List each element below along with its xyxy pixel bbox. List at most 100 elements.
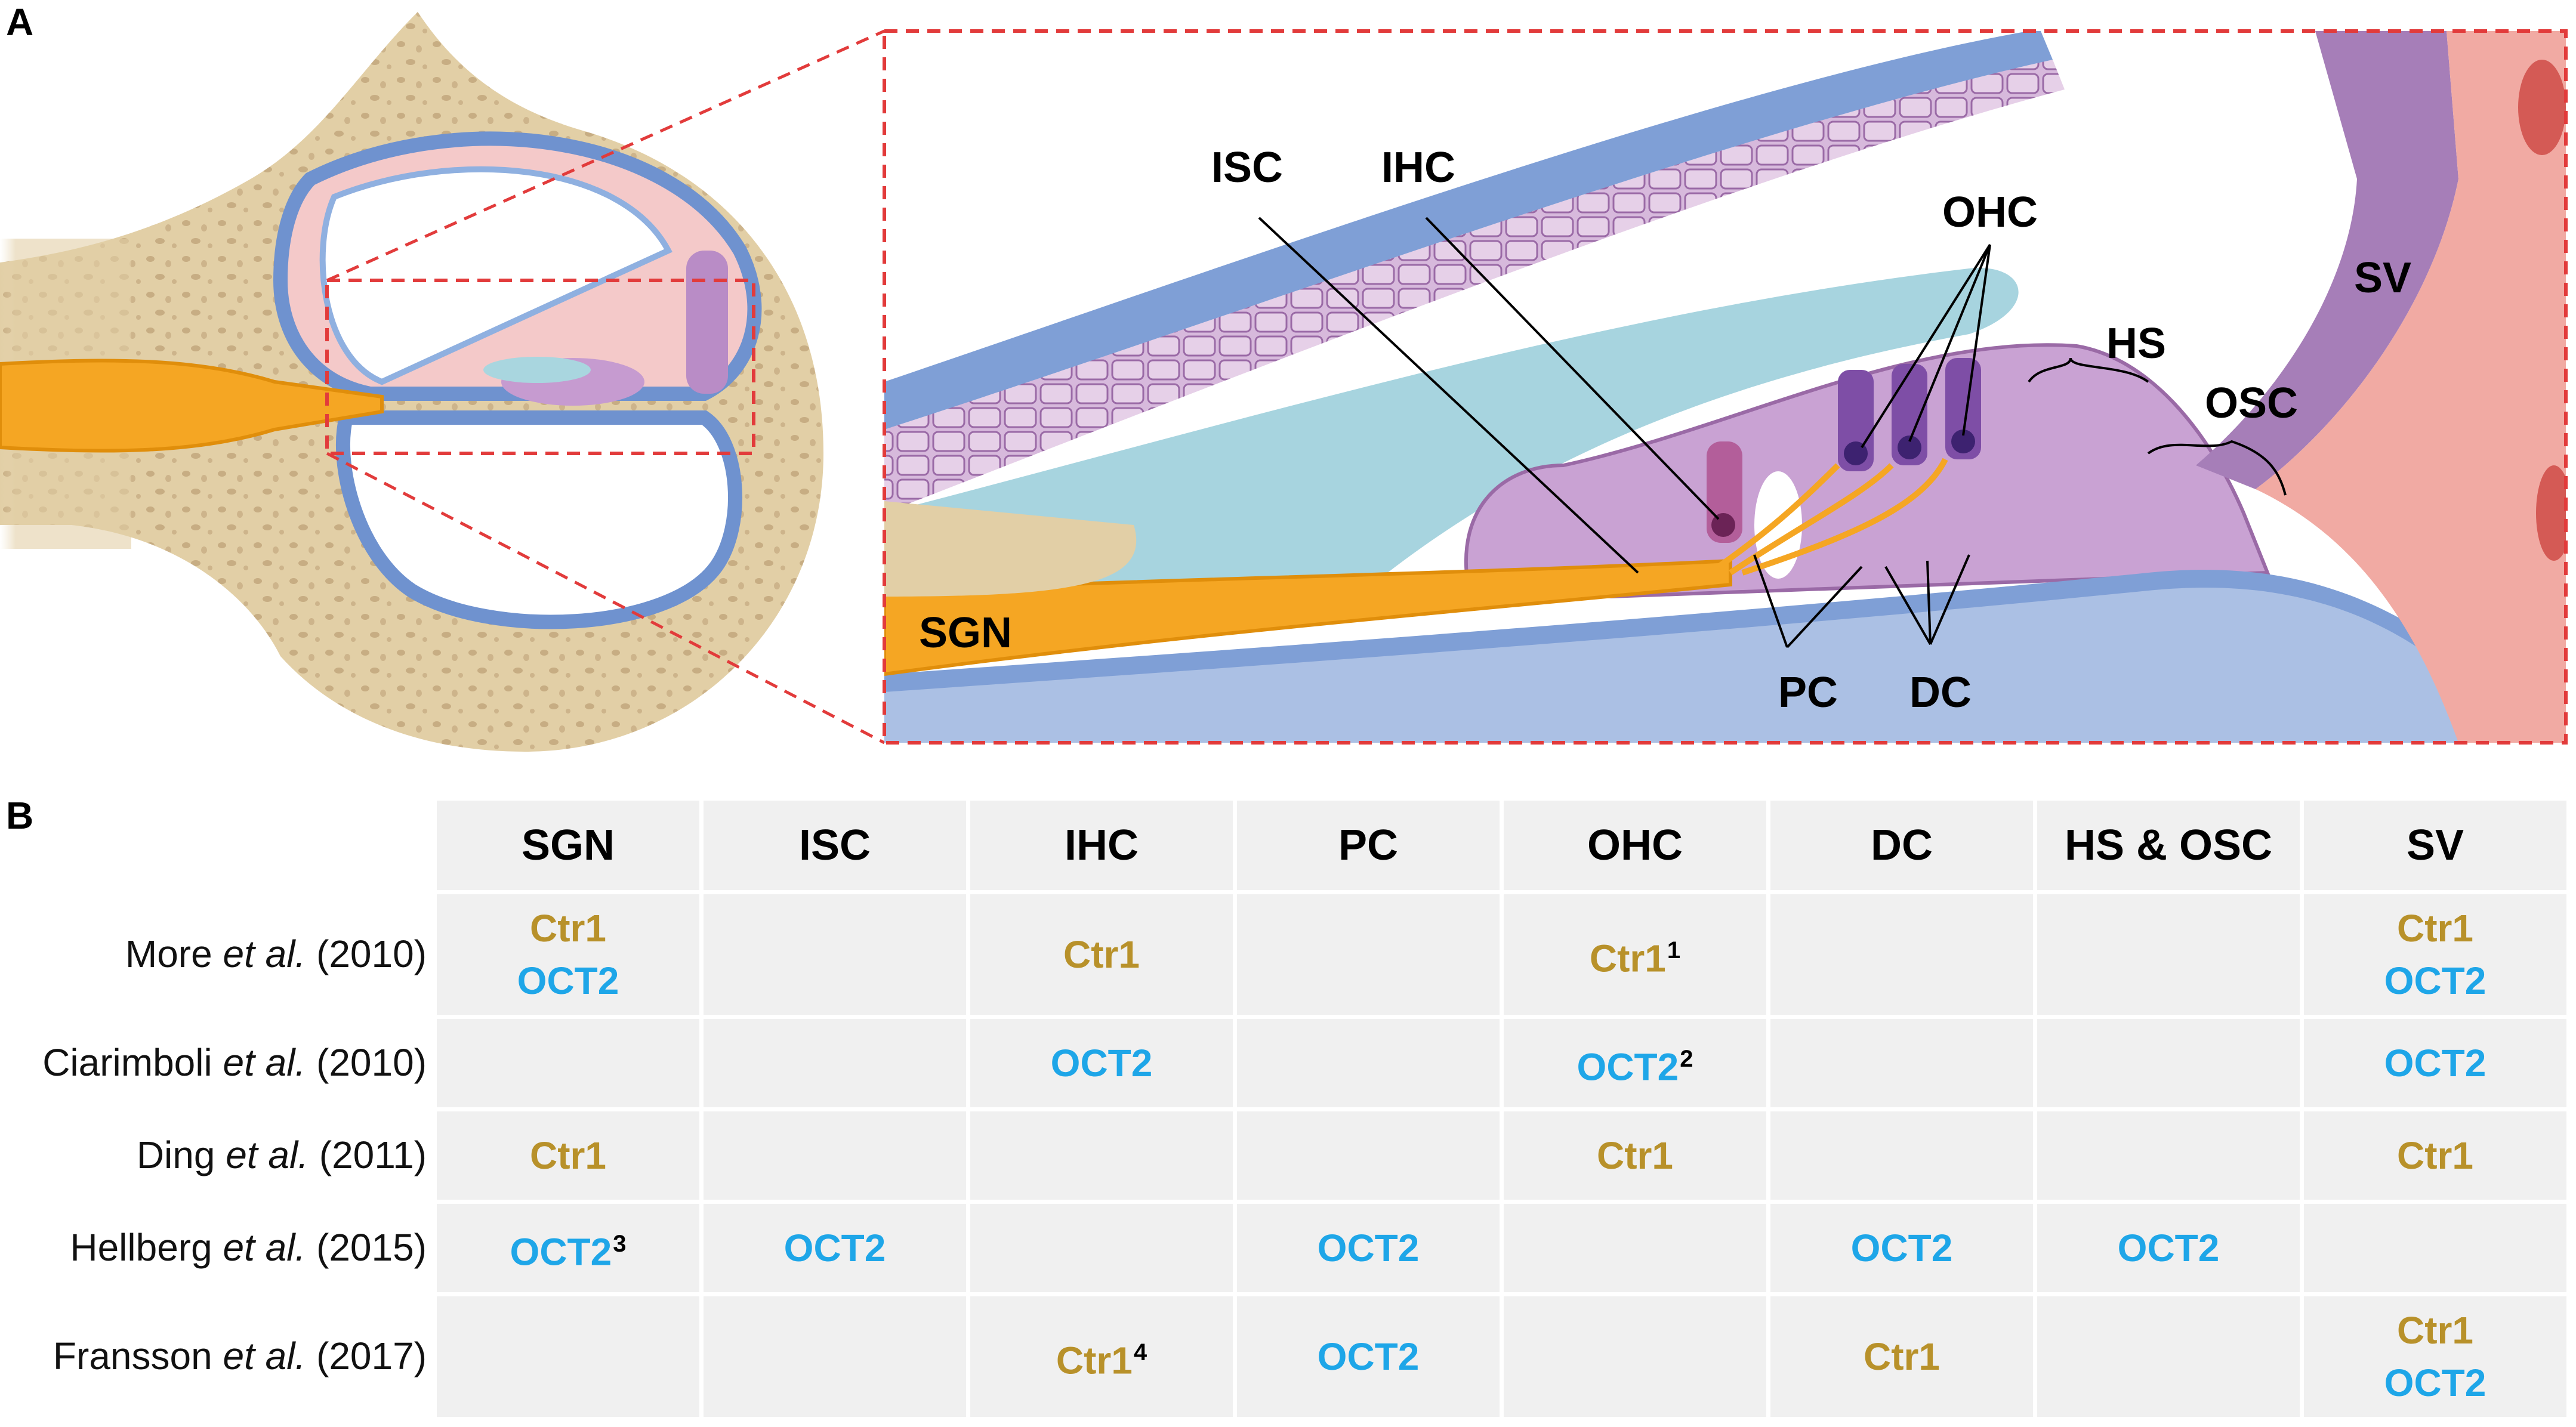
- table-cell: [704, 1296, 966, 1417]
- label-sv: SV: [2354, 254, 2411, 302]
- reference-etal: et al.: [223, 1226, 306, 1269]
- oct2-marker: OCT2: [1770, 1222, 2033, 1274]
- reference-label: Fransson et al. (2017): [0, 1334, 427, 1378]
- ctr1-marker: Ctr1: [437, 1129, 699, 1182]
- table-cell: Ctr1: [970, 894, 1233, 1015]
- reference-author: Ciarimboli: [42, 1041, 212, 1084]
- ctr1-marker: Ctr11: [1504, 924, 1766, 984]
- reference-label: Hellberg et al. (2015): [0, 1225, 427, 1270]
- table-cell: [1237, 1111, 1500, 1200]
- table-cell: [970, 1204, 1233, 1292]
- reference-etal: et al.: [226, 1133, 308, 1176]
- label-ohc: OHC: [1942, 189, 2038, 236]
- column-header: PC: [1237, 801, 1500, 890]
- table-cell: [1504, 1204, 1766, 1292]
- table-cell: OCT2: [1237, 1204, 1500, 1292]
- table-cell: [1237, 894, 1500, 1015]
- table-cell: Ctr1: [437, 1111, 699, 1200]
- reference-year: (2010): [316, 1041, 427, 1084]
- table-cell: [970, 1111, 1233, 1200]
- table-cell: [2037, 1019, 2300, 1107]
- marker-label: Ctr1: [1863, 1335, 1941, 1378]
- cochlea-illustration: ISC IHC OHC SV HS OSC SGN PC DC: [0, 12, 2568, 752]
- marker-label: OCT2: [1317, 1335, 1420, 1378]
- ctr1-marker: Ctr1: [2304, 902, 2566, 955]
- ctr1-marker: Ctr1: [437, 902, 699, 955]
- inner-hair-cell: [1707, 441, 1742, 543]
- table-cell: OCT2: [704, 1204, 966, 1292]
- table-cell: [2037, 1111, 2300, 1200]
- marker-label: OCT2: [1317, 1227, 1420, 1270]
- marker-label: OCT2: [1577, 1045, 1679, 1089]
- table-cell: [2304, 1204, 2566, 1292]
- oct2-marker: OCT2: [2037, 1222, 2300, 1274]
- marker-label: Ctr1: [529, 1134, 607, 1177]
- marker-label: OCT2: [2384, 959, 2486, 1002]
- ctr1-marker: Ctr1: [1770, 1330, 2033, 1383]
- footnote-marker: 3: [613, 1231, 627, 1258]
- oct2-marker: OCT2: [2304, 1357, 2566, 1409]
- oct2-marker: OCT22: [1504, 1033, 1766, 1093]
- marker-label: Ctr1: [1589, 937, 1666, 980]
- oct2-marker: OCT2: [2304, 1037, 2566, 1089]
- ctr1-marker: Ctr1: [970, 928, 1233, 981]
- basilar-membrane: [884, 570, 2566, 743]
- table-cell: OCT2: [1237, 1296, 1500, 1417]
- table-cell: OCT22: [1504, 1019, 1766, 1107]
- table-cell: OCT2: [2037, 1204, 2300, 1292]
- table-cell: [1237, 1019, 1500, 1107]
- marker-label: OCT2: [1850, 1227, 1953, 1270]
- marker-label: OCT2: [1050, 1042, 1153, 1085]
- spiral-ganglion-neurons: [884, 558, 1732, 677]
- table-cell: [1770, 894, 2033, 1015]
- reference-year: (2017): [316, 1335, 427, 1377]
- reference-author: More: [125, 932, 212, 975]
- oct2-marker: OCT2: [704, 1222, 966, 1274]
- oct2-marker: OCT2: [1237, 1222, 1500, 1274]
- column-header: SGN: [437, 801, 699, 890]
- label-osc: OSC: [2205, 379, 2298, 427]
- reference-etal: et al.: [223, 932, 306, 975]
- table-cell: Ctr1: [2304, 1111, 2566, 1200]
- table-cell: OCT2: [2304, 1019, 2566, 1107]
- label-isc: ISC: [1211, 144, 1283, 191]
- footnote-marker: 4: [1133, 1339, 1147, 1366]
- marker-label: OCT2: [2384, 1361, 2486, 1404]
- lower-cochlear-turn: [335, 410, 742, 629]
- ctr1-marker: Ctr1: [1504, 1129, 1766, 1182]
- marker-label: OCT2: [2384, 1042, 2486, 1085]
- oct2-marker: OCT2: [1237, 1330, 1500, 1383]
- tectorial-membrane: [884, 268, 2019, 598]
- table-cell: [437, 1019, 699, 1107]
- table-cell: OCT2: [970, 1019, 1233, 1107]
- reference-year: (2011): [319, 1133, 427, 1176]
- reference-label: Ciarimboli et al. (2010): [0, 1040, 427, 1085]
- table-cell: [1770, 1111, 2033, 1200]
- ctr1-marker: Ctr1: [2304, 1129, 2566, 1182]
- oct2-marker: OCT23: [437, 1218, 699, 1278]
- column-header: IHC: [970, 801, 1233, 890]
- footnote-marker: 2: [1680, 1046, 1693, 1073]
- reference-author: Ding: [136, 1133, 215, 1176]
- table-cell: [704, 1019, 966, 1107]
- panel-b-letter: B: [6, 794, 34, 837]
- column-header: SV: [2304, 801, 2566, 890]
- table-cell: OCT23: [437, 1204, 699, 1292]
- table-cell: Ctr1: [1770, 1296, 2033, 1417]
- table-cell: Ctr1: [1504, 1111, 1766, 1200]
- marker-label: OCT2: [517, 959, 619, 1002]
- column-header: HS & OSC: [2037, 801, 2300, 890]
- marker-label: Ctr1: [2396, 907, 2474, 950]
- reference-etal: et al.: [223, 1335, 306, 1377]
- table-cell: [2037, 894, 2300, 1015]
- table-cell: [437, 1296, 699, 1417]
- callout-lines: [1258, 217, 2287, 648]
